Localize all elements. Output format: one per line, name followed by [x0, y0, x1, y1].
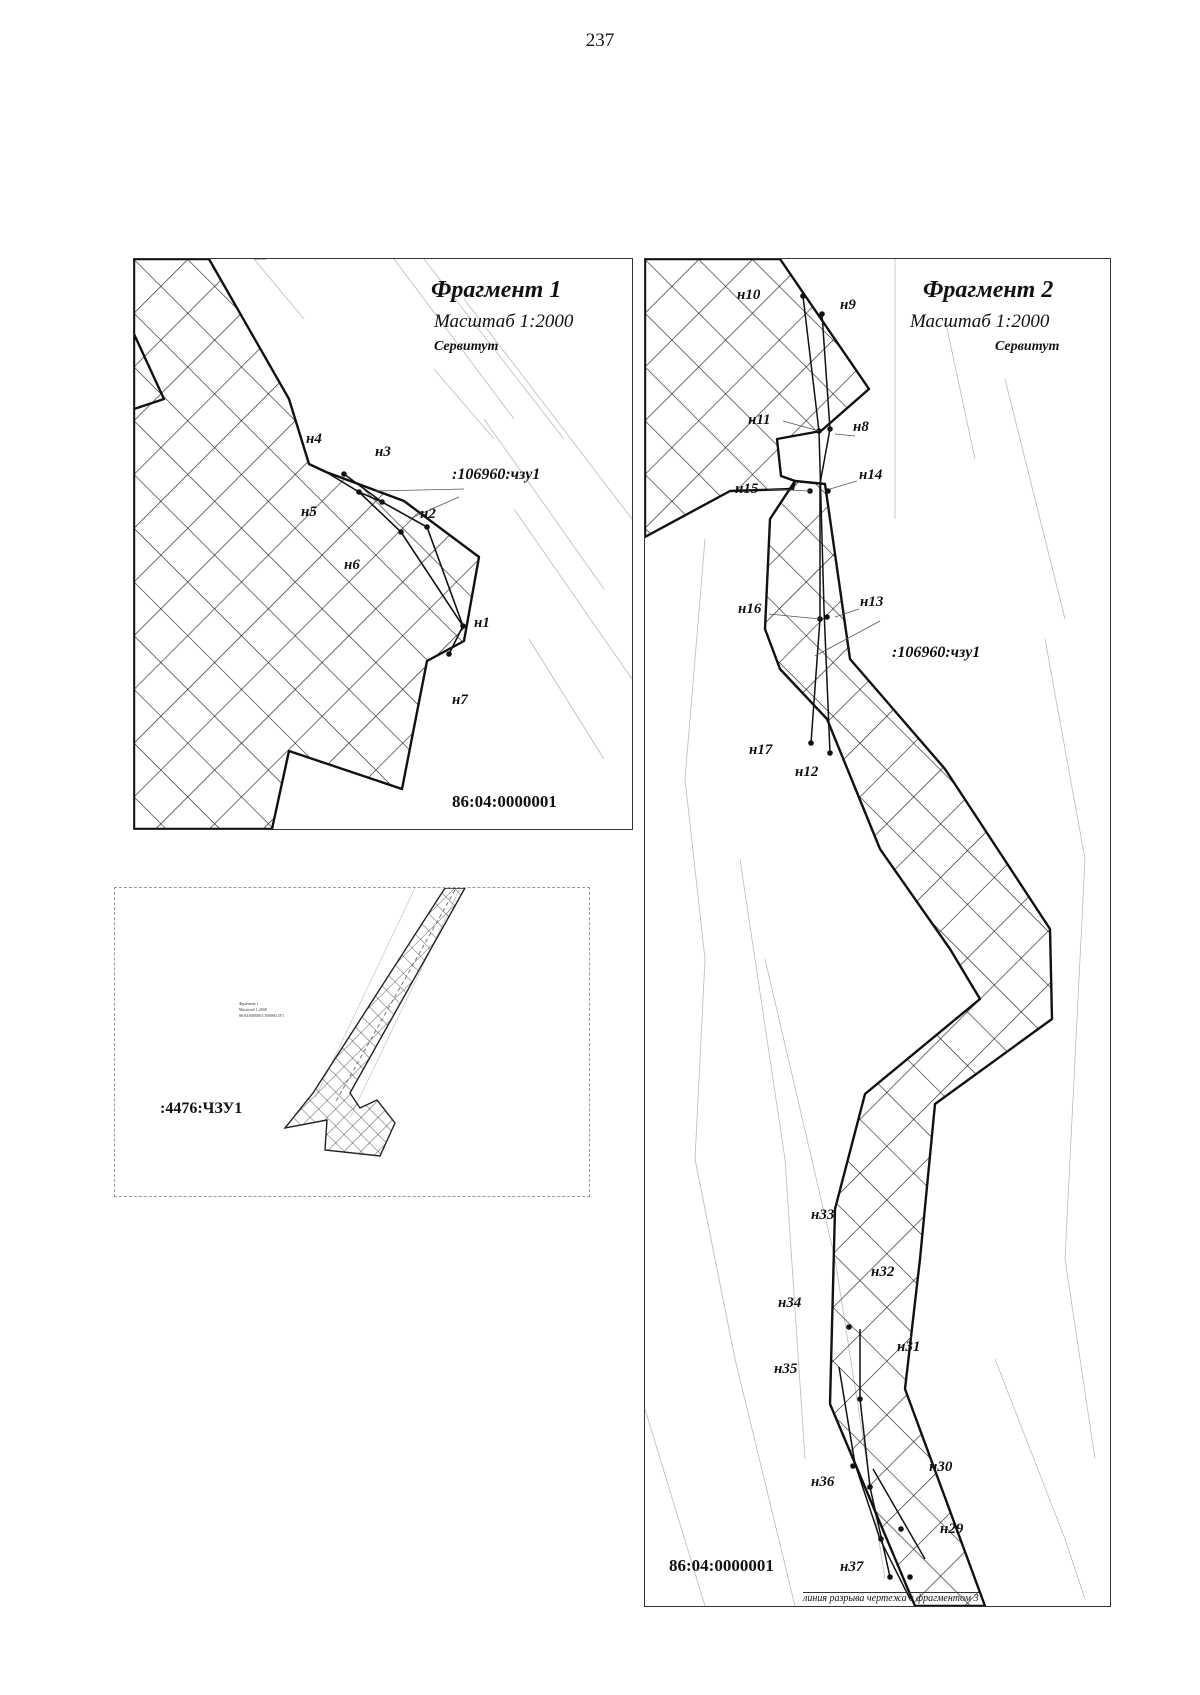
fragment-2-map: Фрагмент 2 Масштаб 1:2000 Сервитут :1069…: [644, 258, 1111, 1607]
fragment-2-title: Фрагмент 2: [923, 277, 1054, 303]
fragment-1-layer: Сервитут: [434, 339, 499, 354]
point-label: н29: [940, 1521, 964, 1537]
point-label: н5: [301, 504, 317, 520]
fragment-1-scale: Масштаб 1:2000: [434, 311, 574, 332]
point-label: н30: [929, 1459, 953, 1475]
overview-caption-line: Фрагмент 1: [239, 1001, 259, 1006]
fragment-2-zone-label: :106960:чзу1: [892, 644, 981, 661]
servitude-lines-fragment-2: [802, 295, 926, 1600]
fragment-2-quarter-number: 86:04:0000001: [669, 1556, 774, 1575]
overview-zone-label: :4476:ЧЗУ1: [160, 1100, 243, 1117]
point-label: н8: [853, 419, 869, 435]
point-label: н11: [748, 412, 771, 428]
point-label: н7: [452, 692, 468, 708]
point-label: н6: [344, 557, 360, 573]
point-label: н13: [860, 594, 884, 610]
point-label: н32: [871, 1264, 895, 1280]
fragment-1-quarter-number: 86:04:0000001: [452, 792, 557, 811]
land-parcel-fragment-2: [645, 259, 871, 539]
fragment-1-map: Фрагмент 1 Масштаб 1:2000 Сервитут :1069…: [133, 258, 633, 830]
fragment-2-scale: Масштаб 1:2000: [910, 311, 1050, 332]
survey-points-fragment-1: [341, 471, 466, 657]
point-label: н36: [811, 1474, 835, 1490]
point-label: н37: [840, 1559, 864, 1575]
land-parcel-fragment-1: [134, 259, 481, 829]
point-label: н33: [811, 1207, 835, 1223]
leader-lines-fragment-1: [254, 259, 465, 520]
point-label: н16: [738, 601, 762, 617]
point-label: н1: [474, 615, 490, 631]
background-lines: [253, 259, 632, 760]
overview-caption-line: 86:04:0000001:106960:ЗУ1: [239, 1013, 285, 1018]
fragment-1-zone-label: :106960:чзу1: [452, 466, 541, 483]
fragment-2-drawing: [645, 259, 1096, 1606]
fragment-1-drawing: [134, 259, 632, 829]
point-label: н15: [735, 481, 759, 497]
fragment-1-title: Фрагмент 1: [431, 277, 562, 303]
point-label: н12: [795, 764, 819, 780]
point-label: н31: [897, 1339, 921, 1355]
point-label: н34: [778, 1295, 802, 1311]
fragment-break-note: линия разрыва чертежа с фрагментом 3: [803, 1592, 979, 1604]
survey-points-fragment-2: [800, 293, 913, 1580]
point-label: н9: [840, 297, 856, 313]
fragment-2-layer: Сервитут: [995, 339, 1060, 354]
leader-lines-fragment-2: [766, 420, 881, 657]
point-label: н17: [749, 742, 773, 758]
overview-strip: [283, 888, 466, 1157]
point-label: н3: [375, 444, 391, 460]
overview-caption-line: Масштаб 1:2000: [239, 1007, 267, 1012]
point-label: н35: [774, 1361, 798, 1377]
point-label: н14: [859, 467, 883, 483]
servitude-corridor: [763, 479, 1054, 1606]
point-label: н2: [420, 506, 436, 522]
point-label: н4: [306, 431, 322, 447]
page-number: 237: [585, 30, 615, 51]
overview-map: Фрагмент 1 Масштаб 1:2000 86:04:0000001:…: [114, 887, 590, 1197]
point-label: н10: [737, 287, 761, 303]
overview-drawing: [283, 888, 466, 1157]
